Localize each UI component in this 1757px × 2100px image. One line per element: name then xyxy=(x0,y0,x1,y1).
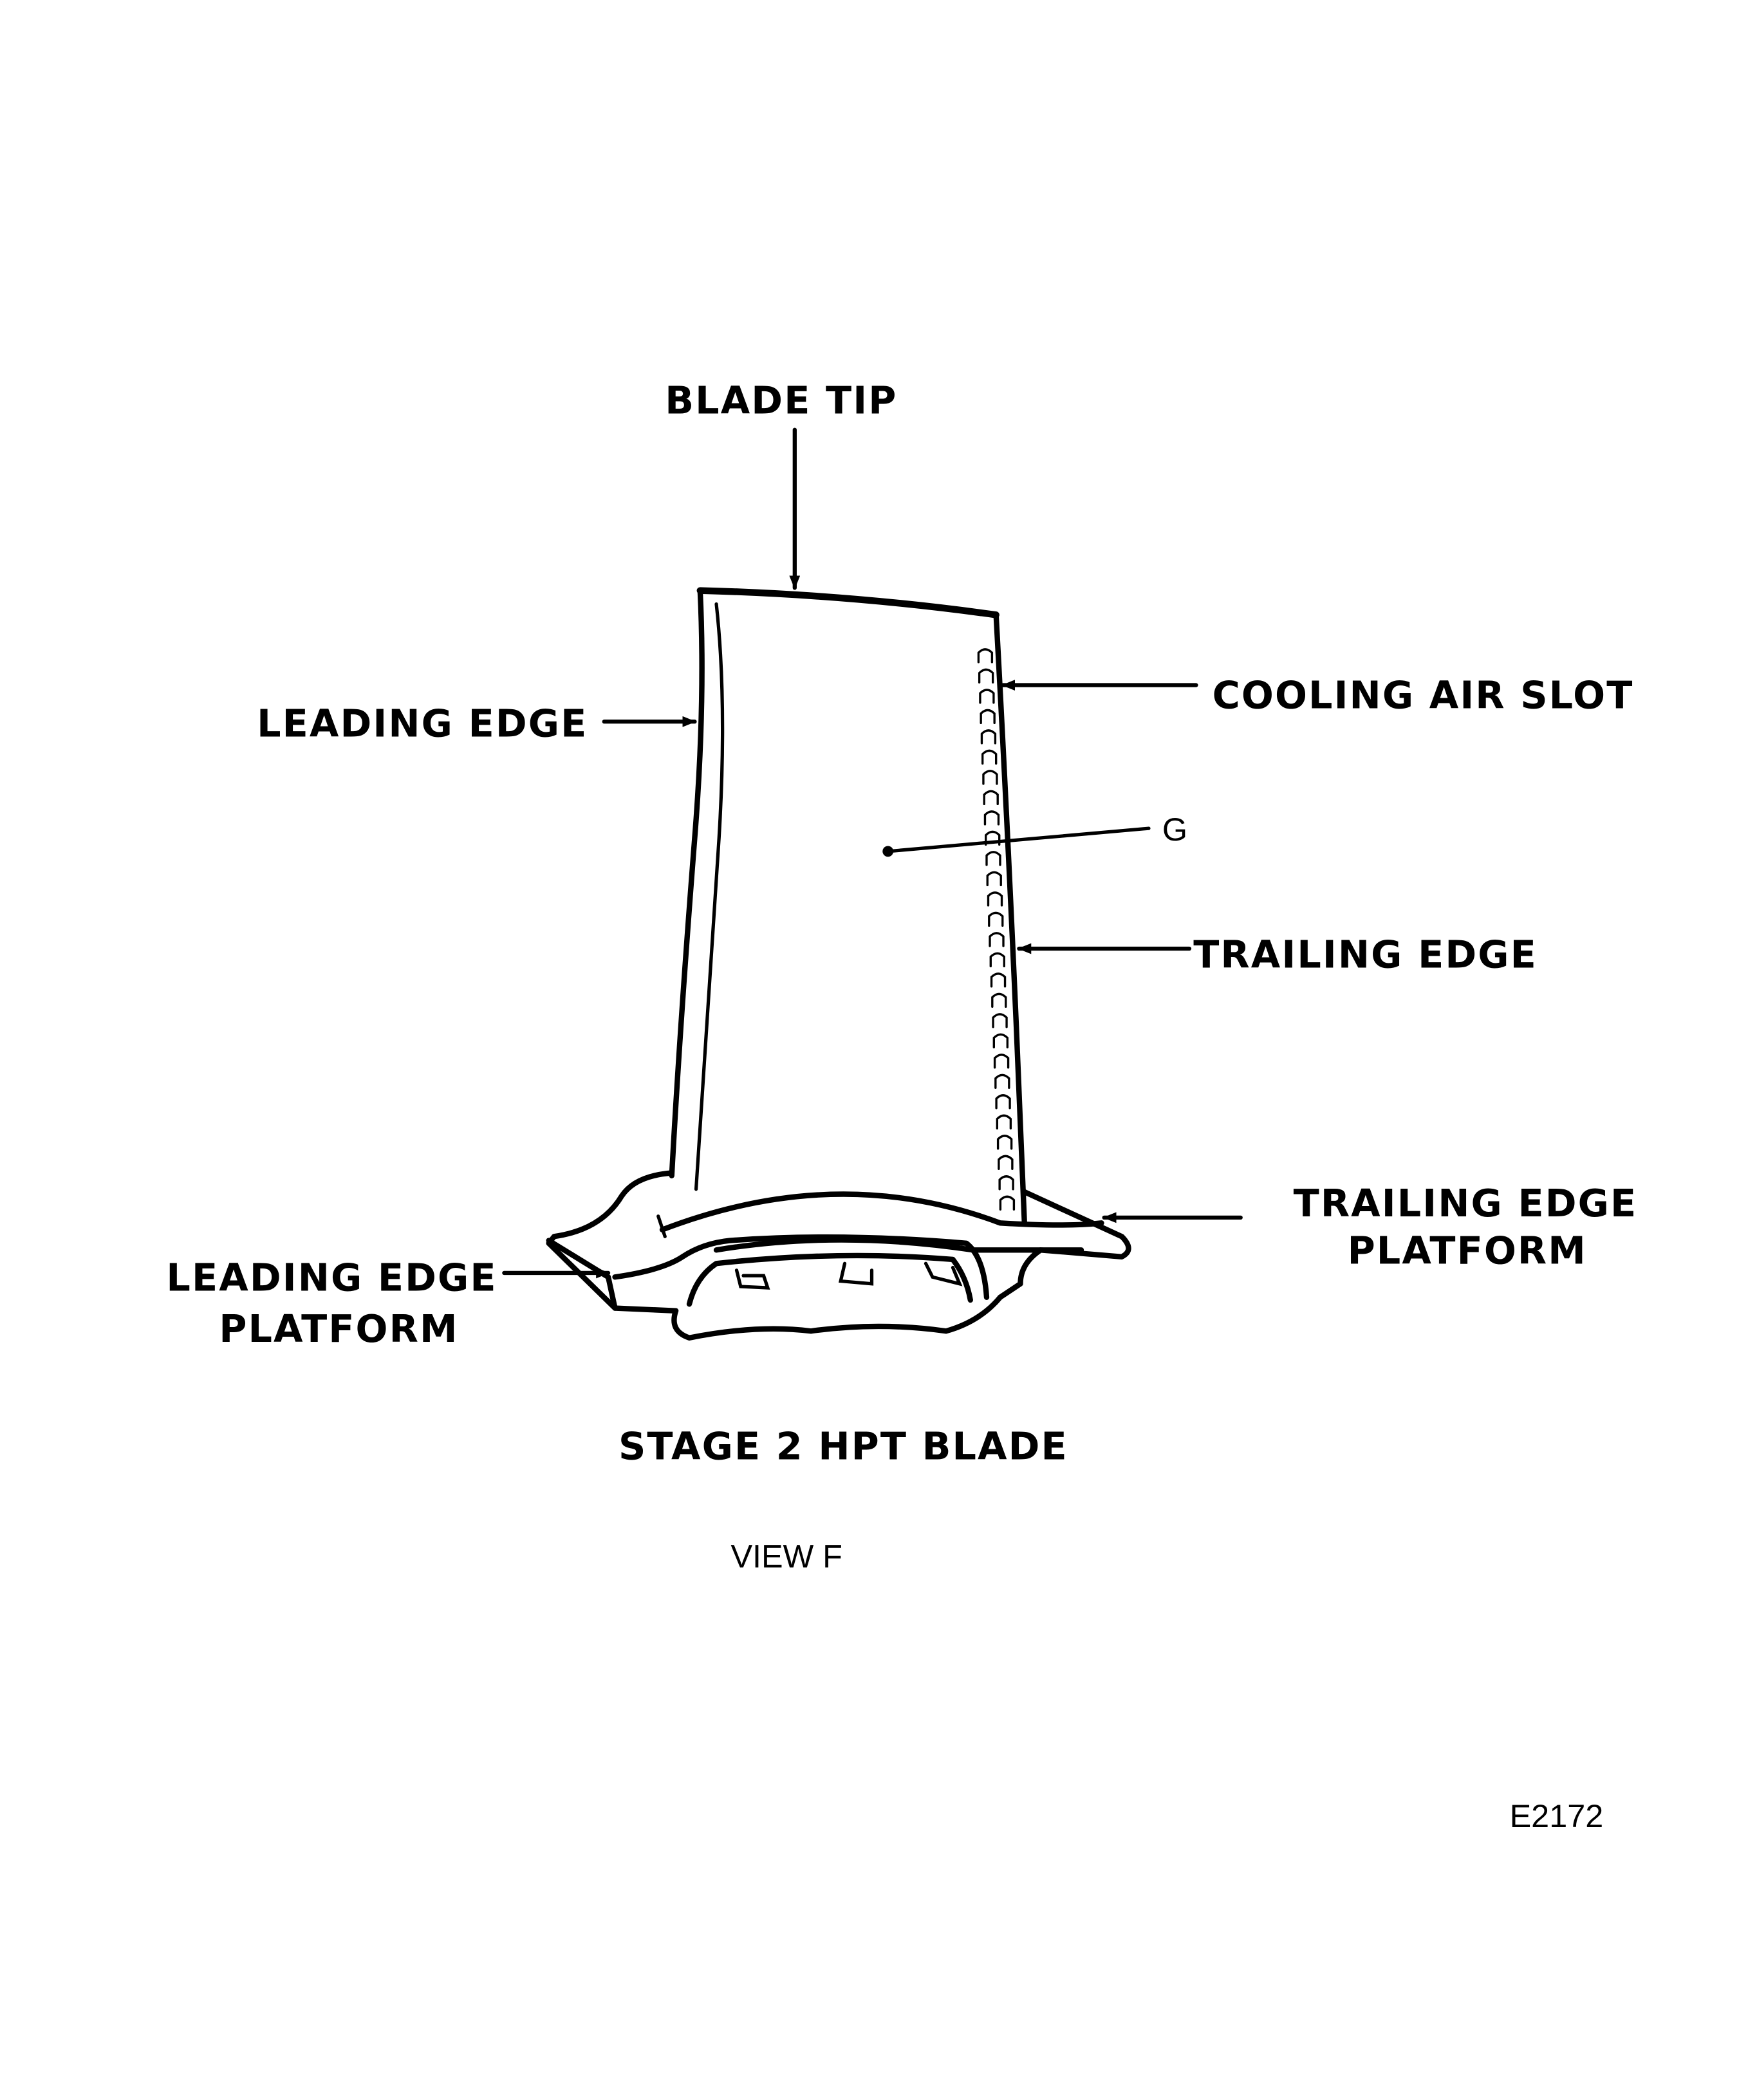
cooling-slot xyxy=(988,911,1004,927)
cooling-slot xyxy=(996,1135,1013,1150)
cooling-slot xyxy=(989,932,1005,947)
leader-g xyxy=(886,826,1151,853)
label-blade-tip: BLADE TIP xyxy=(665,378,897,423)
cooling-slot xyxy=(992,1033,1009,1048)
view-label: VIEW F xyxy=(730,1538,842,1575)
cooling-slot xyxy=(996,1114,1012,1129)
cooling-slot xyxy=(998,1155,1014,1170)
cooling-slot xyxy=(987,891,1003,907)
cooling-slot xyxy=(983,810,1000,826)
cooling-slot xyxy=(983,790,999,806)
cooling-slot xyxy=(981,749,998,765)
cooling-slot xyxy=(977,648,994,664)
cooling-slot xyxy=(986,871,1002,887)
cooling-slot xyxy=(985,830,1001,846)
label-cooling-air-slot: COOLING AIR SLOT xyxy=(1213,673,1634,717)
cooling-slot xyxy=(985,851,1001,866)
cooling-slot xyxy=(990,972,1007,988)
figure-caption: STAGE 2 HPT BLADE xyxy=(618,1424,1068,1469)
cooling-slot xyxy=(980,729,997,745)
label-leading-edge: LEADING EDGE xyxy=(257,701,588,745)
cooling-slot xyxy=(980,709,996,725)
cooling-slot xyxy=(982,770,998,785)
label-leading-edge-platform-line1: LEADING EDGE xyxy=(166,1255,497,1299)
point-g xyxy=(882,846,894,857)
label-trailing-edge-platform-line2: PLATFORM xyxy=(1348,1228,1587,1272)
label-leading-edge-platform-line2: PLATFORM xyxy=(219,1306,458,1351)
label-g: G xyxy=(1162,811,1187,848)
hpt-blade-illustration xyxy=(546,587,1131,1341)
cooling-slot xyxy=(995,1094,1011,1110)
cooling-slot xyxy=(999,1195,1016,1211)
cooling-slot xyxy=(993,1054,1010,1069)
cooling-slot xyxy=(991,992,1007,1008)
cooling-slot xyxy=(978,668,994,684)
cooling-slot xyxy=(998,1175,1014,1191)
cooling-slot xyxy=(989,952,1005,967)
label-trailing-edge-platform-line1: TRAILING EDGE xyxy=(1294,1181,1638,1225)
cooling-slot xyxy=(992,1013,1008,1028)
label-trailing-edge: TRAILING EDGE xyxy=(1193,932,1538,976)
cooling-slot xyxy=(994,1073,1010,1089)
cooling-slots xyxy=(977,648,1016,1211)
cooling-slot xyxy=(979,689,995,704)
figure-id: E2172 xyxy=(1510,1798,1604,1834)
